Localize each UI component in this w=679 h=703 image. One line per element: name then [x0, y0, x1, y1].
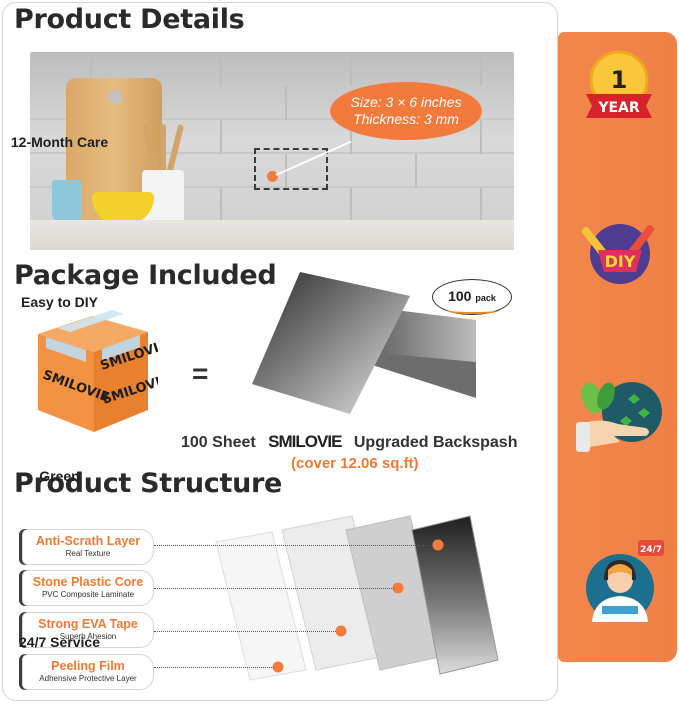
section-title-package-included: Package Included: [14, 260, 277, 291]
coverage-text: (cover 12.06 sq.ft): [291, 455, 419, 472]
feature-diy-label: Easy to DIY: [20, 294, 99, 310]
size-text: Size: 3 × 6 inches: [350, 94, 462, 110]
badge-number: 1: [611, 66, 628, 94]
layer-leader-4: [154, 667, 274, 668]
shipping-box-icon: SMILOVIE SMILOVIE SMILOVIE: [38, 310, 158, 432]
layer-desc: Superb Ahesion: [59, 632, 117, 641]
package-caption: 100 Sheet SMILOVIE Upgraded Backspash: [181, 432, 517, 452]
layer-diagram: [215, 515, 499, 681]
support-agent-icon: 24/7: [586, 540, 664, 622]
service-hours-text: 24/7: [640, 545, 662, 555]
countertop: [30, 220, 514, 250]
layer-leader-1: [154, 545, 430, 546]
tile-size-marker: [254, 148, 328, 190]
caption-product: Upgraded Backspash: [353, 434, 518, 451]
layer-desc: Real Texture: [65, 549, 111, 558]
layer-name: Strong EVA Tape: [38, 617, 138, 631]
pack-count: 100: [448, 288, 472, 304]
thickness-text: Thickness: 3 mm: [353, 111, 459, 127]
equals-sign: =: [192, 358, 209, 389]
texture-sheet: [411, 515, 499, 675]
diy-tools-icon: DIY: [582, 224, 655, 284]
section-title-product-structure: Product Structure: [14, 468, 283, 499]
layer-name: Anti-Scrath Layer: [35, 534, 141, 548]
layer-label-eva-tape: Strong EVA Tape Superb Ahesion: [22, 612, 154, 648]
tile-size-dot: [267, 171, 278, 182]
layer-label-stone-plastic-core: Stone Plastic Core PVC Composite Laminat…: [22, 570, 154, 606]
brand-logo: SMILOVIE: [268, 432, 342, 451]
layer-desc: Adhensive Protective Layer: [39, 674, 137, 683]
layer-label-peeling-film: Peeling Film Adhensive Protective Layer: [22, 654, 154, 690]
sheet-stack-image: [252, 272, 476, 414]
layer-name: Peeling Film: [51, 659, 125, 673]
section-title-product-details: Product Details: [14, 4, 245, 35]
hand-leaf-icon: [576, 382, 662, 452]
layer-leader-2: [154, 588, 394, 589]
layer-desc: PVC Composite Laminate: [41, 590, 135, 599]
layer-name: Stone Plastic Core: [32, 575, 144, 589]
layer-label-anti-scratch: Anti-Scrath Layer Real Texture: [22, 529, 154, 565]
one-year-badge-icon: 1 YEAR: [586, 50, 652, 118]
feature-warranty-label: 12-Month Care: [10, 134, 109, 150]
feature-green-label: Green: [39, 468, 80, 484]
feature-service-label: 24/7 Service: [19, 634, 100, 650]
smile-arrow: [446, 306, 500, 314]
layer-leader-3: [154, 631, 336, 632]
diy-text: DIY: [605, 252, 636, 271]
blue-cup: [52, 180, 82, 222]
size-callout: Size: 3 × 6 inches Thickness: 3 mm: [330, 82, 482, 140]
pack-unit: pack: [475, 293, 496, 303]
badge-year: YEAR: [597, 100, 640, 116]
peeling-film-sheet: [215, 531, 307, 681]
kitchen-backsplash-photo: Size: 3 × 6 inches Thickness: 3 mm: [30, 52, 514, 250]
caption-sheet-count: 100 Sheet: [181, 434, 256, 451]
